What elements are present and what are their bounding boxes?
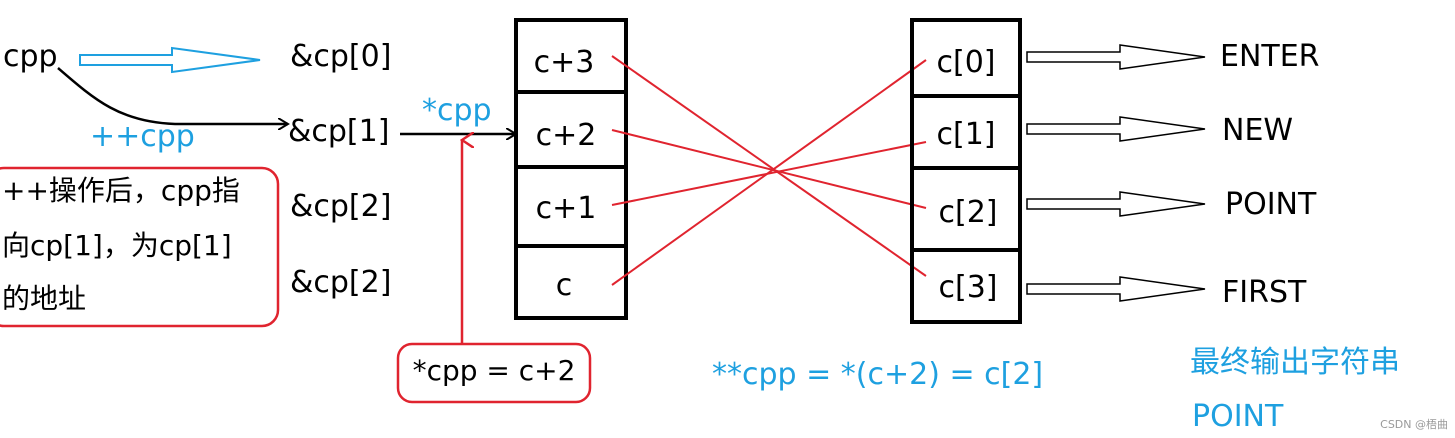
- note-line-1: ++操作后，cpp指: [2, 174, 240, 207]
- cross-pointer-lines: [611, 55, 927, 286]
- string-arrows: [1026, 44, 1206, 302]
- cp-cell-1: c+2: [536, 118, 597, 153]
- watermark: CSDN @梧曲: [1380, 417, 1448, 431]
- curve-arrow-cpp-to-cp1: [57, 67, 288, 124]
- cp2-label: &cp[2]: [290, 189, 391, 224]
- c-cell-2: c[2]: [939, 195, 998, 230]
- cpp-label: cpp: [3, 39, 58, 74]
- note-line-3: 的地址: [2, 282, 86, 315]
- note-box: [0, 166, 280, 328]
- hollow-arrow-new: [1026, 116, 1206, 142]
- string-new: NEW: [1222, 113, 1293, 148]
- result-line-1: 最终输出字符串: [1190, 345, 1400, 380]
- cp-cell-2: c+1: [536, 191, 597, 226]
- deref-box-text: *cpp = c+2: [413, 354, 576, 387]
- c-cell-3: c[3]: [939, 270, 998, 305]
- c-cell-1: c[1]: [937, 117, 996, 152]
- cp2-label-second: &cp[2]: [290, 265, 391, 300]
- cp0-label: &cp[0]: [290, 39, 391, 74]
- string-first: FIRST: [1222, 275, 1307, 310]
- hollow-arrow-point: [1026, 191, 1206, 217]
- hollow-arrow-cpp: [79, 46, 261, 74]
- cp-array: c+3 c+2 c+1 c: [514, 18, 628, 320]
- string-point: POINT: [1225, 187, 1317, 222]
- c-array: c[0] c[1] c[2] c[3]: [910, 18, 1022, 324]
- string-enter: ENTER: [1220, 39, 1320, 74]
- note-line-2: 向cp[1]，为cp[1]: [2, 229, 232, 262]
- inc-cpp-label: ++cpp: [90, 119, 195, 154]
- deref-cpp-label: *cpp: [422, 93, 492, 128]
- deref-box: [396, 342, 592, 404]
- c-cell-0: c[0]: [937, 45, 996, 80]
- cp1-label: &cp[1]: [288, 114, 389, 149]
- hollow-arrow-first: [1026, 276, 1206, 302]
- cp-cell-3: c: [556, 268, 573, 303]
- hollow-arrow-enter: [1026, 44, 1206, 70]
- cp-cell-0: c+3: [534, 45, 595, 80]
- expression-text: **cpp = *(c+2) = c[2]: [712, 357, 1043, 392]
- result-line-2: POINT: [1192, 399, 1284, 434]
